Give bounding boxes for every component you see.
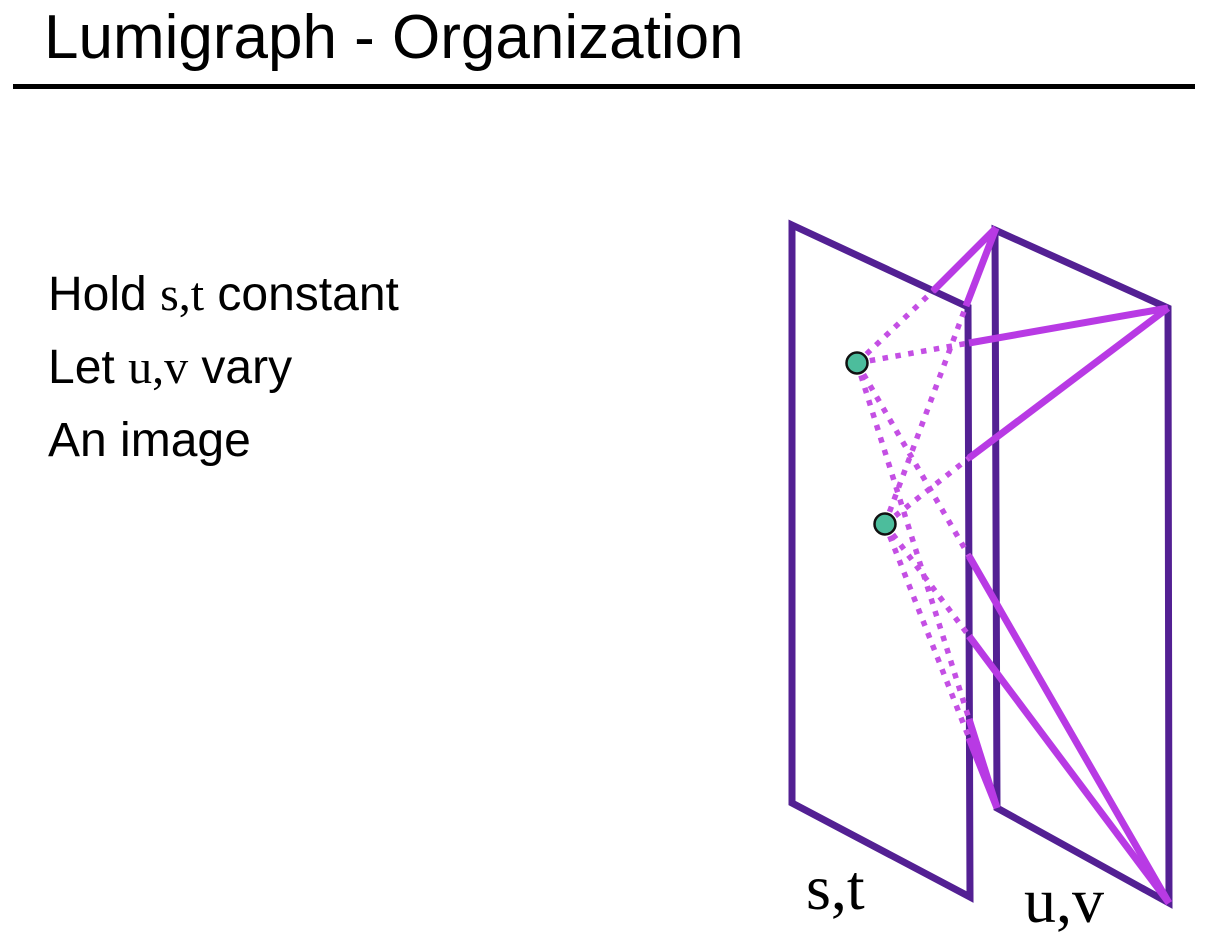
ray-solid-p2-tl bbox=[962, 226, 1000, 308]
rays-solid bbox=[930, 225, 1173, 906]
ray-solid-p2-br bbox=[966, 633, 1172, 906]
ray-dashed-p1-tl bbox=[855, 289, 935, 365]
ray-dashed-p1-tr bbox=[856, 340, 970, 366]
sample-point-dot-2 bbox=[873, 512, 897, 536]
ray-solid-p2-bl bbox=[965, 736, 1001, 810]
slide-title: Lumigraph - Organization bbox=[44, 3, 744, 72]
body-line-2-pre: Let bbox=[48, 341, 129, 394]
ray-dashed-p1-br bbox=[854, 361, 972, 558]
body-line-1-pre: Hold bbox=[48, 268, 161, 321]
ray-dashed-p2-tr bbox=[883, 455, 971, 527]
body-line-1-post: constant bbox=[204, 268, 399, 321]
ray-solid-p2-tr bbox=[966, 305, 1171, 461]
ray-dashed-p1-bl bbox=[854, 362, 972, 720]
st-plane-label: s,t bbox=[806, 852, 865, 923]
body-line-2-math: u,v bbox=[128, 341, 189, 394]
body-line-1-math: s,t bbox=[160, 268, 205, 321]
ray-dashed-p2-br bbox=[882, 522, 972, 638]
body-line-1: Hold s,t constant bbox=[48, 258, 399, 331]
ray-solid-p1-tr bbox=[968, 304, 1169, 347]
uv-plane-label: u,v bbox=[1024, 865, 1104, 936]
title-underline bbox=[13, 84, 1195, 89]
body-text-block: Hold s,t constant Let u,v vary An image bbox=[48, 258, 399, 477]
body-line-3: An image bbox=[48, 404, 399, 477]
ray-solid-p1-tl bbox=[930, 225, 999, 294]
rays-dashed bbox=[854, 289, 972, 740]
sample-point-dot-1 bbox=[845, 351, 869, 375]
body-line-2-post: vary bbox=[188, 341, 293, 394]
ray-solid-p1-br bbox=[965, 554, 1173, 905]
st-plane bbox=[788, 219, 974, 903]
body-line-2: Let u,v vary bbox=[48, 331, 399, 404]
body-line-3-pre: An image bbox=[48, 414, 251, 467]
